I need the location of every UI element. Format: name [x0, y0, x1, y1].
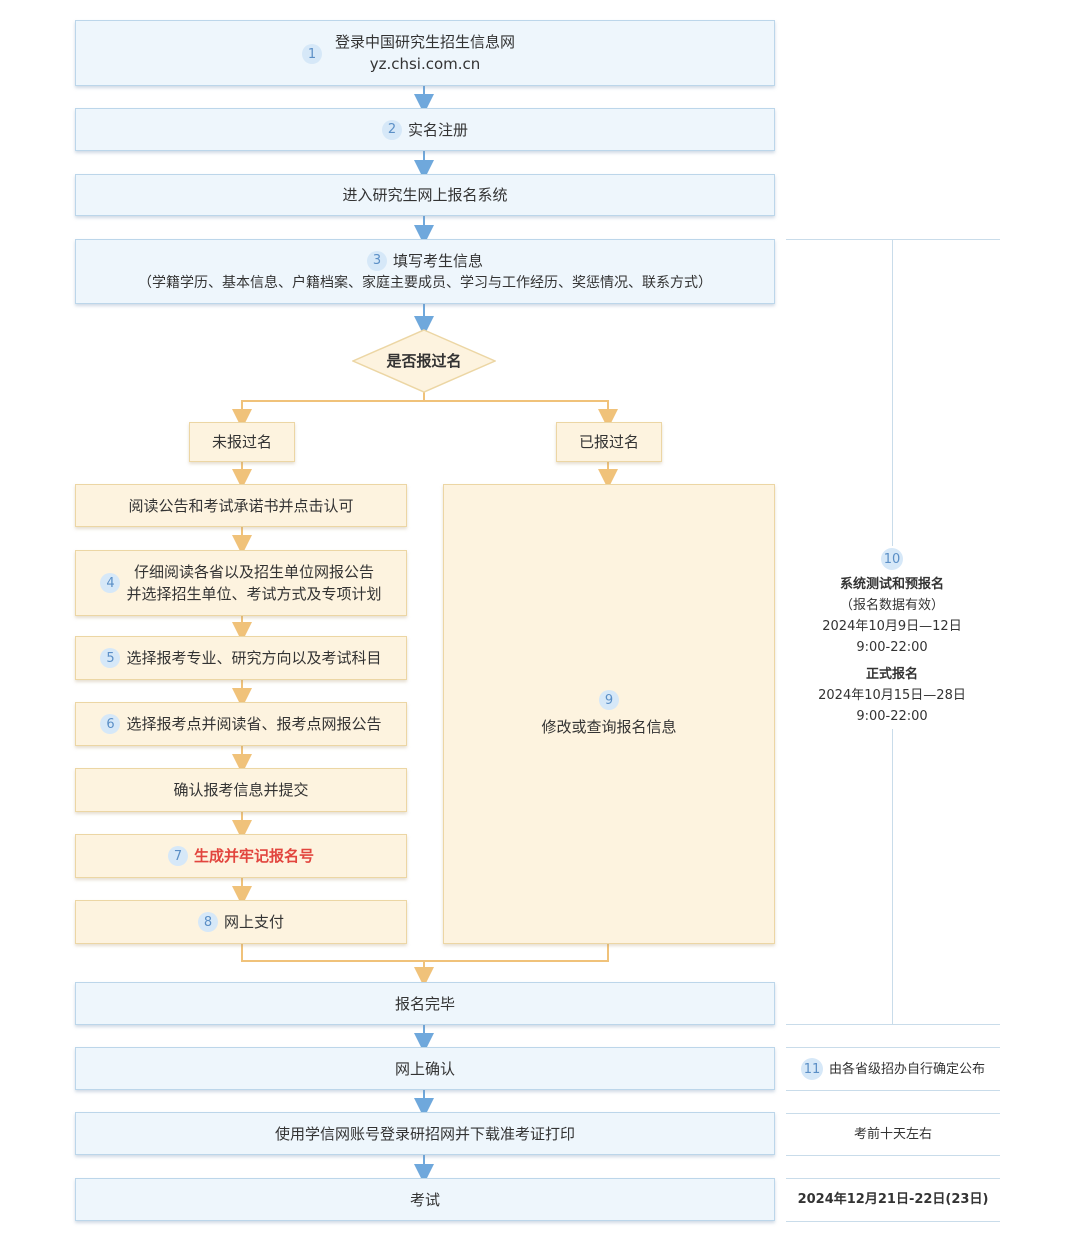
- step-4-box: 4 仔细阅读各省以及招生单位网报公告 并选择招生单位、考试方式及专项计划: [75, 550, 407, 616]
- step-10-time2: 9:00-22:00: [856, 709, 928, 724]
- step-9-label: 修改或查询报名信息: [541, 718, 677, 736]
- step-1-box: 1 登录中国研究生招生信息网 yz.chsi.com.cn: [75, 20, 775, 86]
- download-ticket-box: 使用学信网账号登录研招网并下载准考证打印: [75, 1112, 775, 1155]
- step-10-date2: 2024年10月15日—28日: [818, 688, 966, 703]
- step-number-badge: 9: [599, 690, 619, 710]
- not-registered-box: 未报过名: [189, 422, 295, 462]
- confirm-submit-box: 确认报考信息并提交: [75, 768, 407, 812]
- step-10-info: 10 系统测试和预报名 （报名数据有效） 2024年10月9日—12日 9:00…: [792, 546, 992, 729]
- exam-date-info: 2024年12月21日-22日(23日): [786, 1178, 1000, 1221]
- step-6-label: 选择报考点并阅读省、报考点网报公告: [126, 715, 382, 733]
- step-5-box: 5 选择报考专业、研究方向以及考试科目: [75, 636, 407, 680]
- registered-box: 已报过名: [556, 422, 662, 462]
- step-7-label: 生成并牢记报名号: [193, 847, 314, 865]
- step-2-box: 2 实名注册: [75, 108, 775, 151]
- registered-label: 已报过名: [578, 433, 639, 451]
- side-divider: [786, 239, 1000, 240]
- step-number-badge: 4: [100, 573, 121, 593]
- step-5-label: 选择报考专业、研究方向以及考试科目: [126, 649, 382, 667]
- step-3-details: （学籍学历、基本信息、户籍档案、家庭主要成员、学习与工作经历、奖惩情况、联系方式…: [138, 274, 712, 291]
- read-notice-box: 阅读公告和考试承诺书并点击认可: [75, 484, 407, 527]
- step-10-title2: 正式报名: [865, 667, 918, 682]
- step-number-badge: 1: [302, 44, 322, 64]
- decision-label-wrap: 是否报过名: [352, 329, 496, 393]
- step-8-label: 网上支付: [223, 913, 284, 931]
- step-1-url: yz.chsi.com.cn: [369, 55, 481, 73]
- enter-system-box: 进入研究生网上报名系统: [75, 174, 775, 216]
- step-8-box: 8 网上支付: [75, 900, 407, 944]
- step-10-time1: 9:00-22:00: [856, 640, 928, 655]
- step-number-badge: 7: [167, 846, 188, 866]
- exam-box: 考试: [75, 1178, 775, 1221]
- merge-line: [241, 944, 609, 962]
- step-11-label: 由各省级招办自行确定公布: [828, 1061, 985, 1077]
- registration-done-label: 报名完毕: [394, 994, 455, 1013]
- step-3-title: 填写考生信息: [392, 251, 483, 270]
- step-10-note: （报名数据有效）: [839, 598, 944, 613]
- step-number-badge: 8: [197, 912, 218, 932]
- side-divider: [786, 1090, 1000, 1091]
- side-divider: [786, 1178, 1000, 1179]
- step-number-badge: 5: [100, 648, 121, 668]
- step-number-badge: 3: [366, 250, 387, 271]
- side-divider: [786, 1047, 1000, 1048]
- exam-date-label: 2024年12月21日-22日(23日): [797, 1192, 989, 1207]
- registration-done-box: 报名完毕: [75, 982, 775, 1025]
- print-time-info: 考前十天左右: [786, 1113, 1000, 1155]
- side-divider: [786, 1155, 1000, 1156]
- side-divider: [786, 1221, 1000, 1222]
- step-9-box: 9 修改或查询报名信息: [443, 484, 775, 944]
- step-2-label: 实名注册: [407, 120, 468, 139]
- decision-diamond: [352, 329, 496, 393]
- not-registered-label: 未报过名: [211, 433, 272, 451]
- confirm-submit-label: 确认报考信息并提交: [173, 781, 309, 799]
- step-number-badge: 11: [800, 1058, 823, 1080]
- online-confirm-label: 网上确认: [394, 1059, 455, 1078]
- step-number-badge: 10: [881, 548, 903, 570]
- step-number-badge: 2: [381, 119, 402, 140]
- step-number-badge: 6: [100, 714, 121, 734]
- step-1-title: 登录中国研究生招生信息网: [334, 33, 515, 51]
- step-10-title: 系统测试和预报名: [839, 577, 944, 592]
- decision-split: [241, 400, 609, 417]
- step-4-line2: 并选择招生单位、考试方式及专项计划: [126, 585, 382, 603]
- step-4-line1: 仔细阅读各省以及招生单位网报公告: [133, 563, 374, 581]
- print-time-label: 考前十天左右: [853, 1126, 932, 1142]
- side-divider: [786, 1024, 1000, 1025]
- exam-label: 考试: [409, 1190, 440, 1209]
- decision-label: 是否报过名: [386, 352, 462, 370]
- download-ticket-label: 使用学信网账号登录研招网并下载准考证打印: [274, 1124, 575, 1143]
- step-7-box: 7 生成并牢记报名号: [75, 834, 407, 878]
- side-divider: [786, 1113, 1000, 1114]
- enter-system-label: 进入研究生网上报名系统: [342, 186, 508, 204]
- step-11-info: 11 由各省级招办自行确定公布: [786, 1048, 1000, 1090]
- read-notice-label: 阅读公告和考试承诺书并点击认可: [128, 496, 354, 515]
- online-confirm-box: 网上确认: [75, 1047, 775, 1090]
- step-6-box: 6 选择报考点并阅读省、报考点网报公告: [75, 702, 407, 746]
- step-10-date1: 2024年10月9日—12日: [822, 619, 962, 634]
- step-3-box: 3 填写考生信息 （学籍学历、基本信息、户籍档案、家庭主要成员、学习与工作经历、…: [75, 239, 775, 304]
